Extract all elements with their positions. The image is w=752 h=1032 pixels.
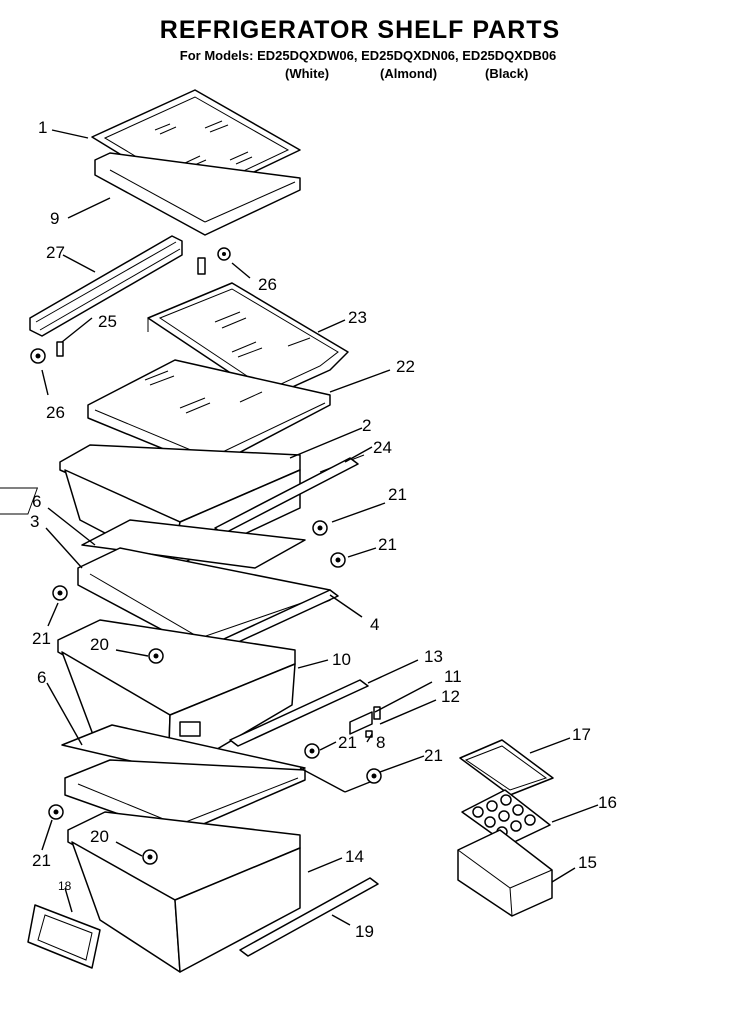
color-white: (White)	[285, 66, 330, 81]
callout-26-upper: 26	[258, 275, 277, 294]
callout-11: 11	[444, 667, 462, 686]
callout-14: 14	[345, 847, 364, 866]
callout-12: 12	[441, 687, 460, 706]
callout-labels: 1 9 27 26 25 23 26 22 2 24 6 21 3 21 21 …	[30, 118, 617, 941]
callout-23: 23	[348, 308, 367, 327]
callout-13: 13	[424, 647, 443, 666]
callout-20-lower: 20	[90, 827, 109, 846]
callout-6-lower: 6	[37, 668, 46, 687]
callout-22: 22	[396, 357, 415, 376]
part-egg-cover	[459, 739, 554, 796]
callout-19: 19	[355, 922, 374, 941]
callout-21-d: 21	[338, 733, 357, 752]
callout-27: 27	[46, 243, 65, 262]
callout-21-f: 21	[32, 851, 51, 870]
callout-9: 9	[50, 209, 59, 228]
callout-26-lower: 26	[46, 403, 65, 422]
part-egg-bin	[457, 829, 553, 917]
callout-25: 25	[98, 312, 117, 331]
color-almond: (Almond)	[380, 66, 438, 81]
part-grommets	[48, 520, 382, 865]
page-title: REFRIGERATOR SHELF PARTS	[159, 16, 561, 44]
callout-16: 16	[598, 793, 617, 812]
callout-2: 2	[362, 416, 371, 435]
part-shelf-rail	[29, 235, 183, 337]
callout-1: 1	[38, 118, 47, 137]
callout-21-e: 21	[424, 746, 443, 765]
callout-8: 8	[376, 733, 385, 752]
callout-21-a: 21	[388, 485, 407, 504]
callout-4: 4	[370, 615, 379, 634]
callout-20-upper: 20	[90, 635, 109, 654]
callout-24: 24	[373, 438, 392, 457]
part-brackets	[349, 706, 381, 738]
model-numbers: For Models: ED25DQXDW06, ED25DQXDN06, ED…	[179, 48, 557, 63]
callout-15: 15	[578, 853, 597, 872]
leader-lines	[41, 129, 599, 926]
color-black: (Black)	[485, 66, 529, 81]
callout-17: 17	[572, 725, 591, 744]
part-handle-bar-lower	[229, 679, 369, 747]
callout-21-c: 21	[32, 629, 51, 648]
part-drawer-cover-lower	[61, 724, 306, 836]
part-label-frame	[27, 904, 101, 969]
callout-18: 18	[58, 879, 72, 893]
part-drawer-bar	[239, 877, 379, 957]
callout-3: 3	[30, 512, 39, 531]
callout-6-upper: 6	[32, 492, 41, 511]
callout-21-b: 21	[378, 535, 397, 554]
part-top-glass-shelf	[91, 89, 301, 236]
part-meat-drawer	[67, 811, 301, 973]
callout-10: 10	[332, 650, 351, 669]
part-screws	[30, 247, 231, 364]
diagram-header: REFRIGERATOR SHELF PARTS For Models: ED2…	[0, 0, 752, 90]
